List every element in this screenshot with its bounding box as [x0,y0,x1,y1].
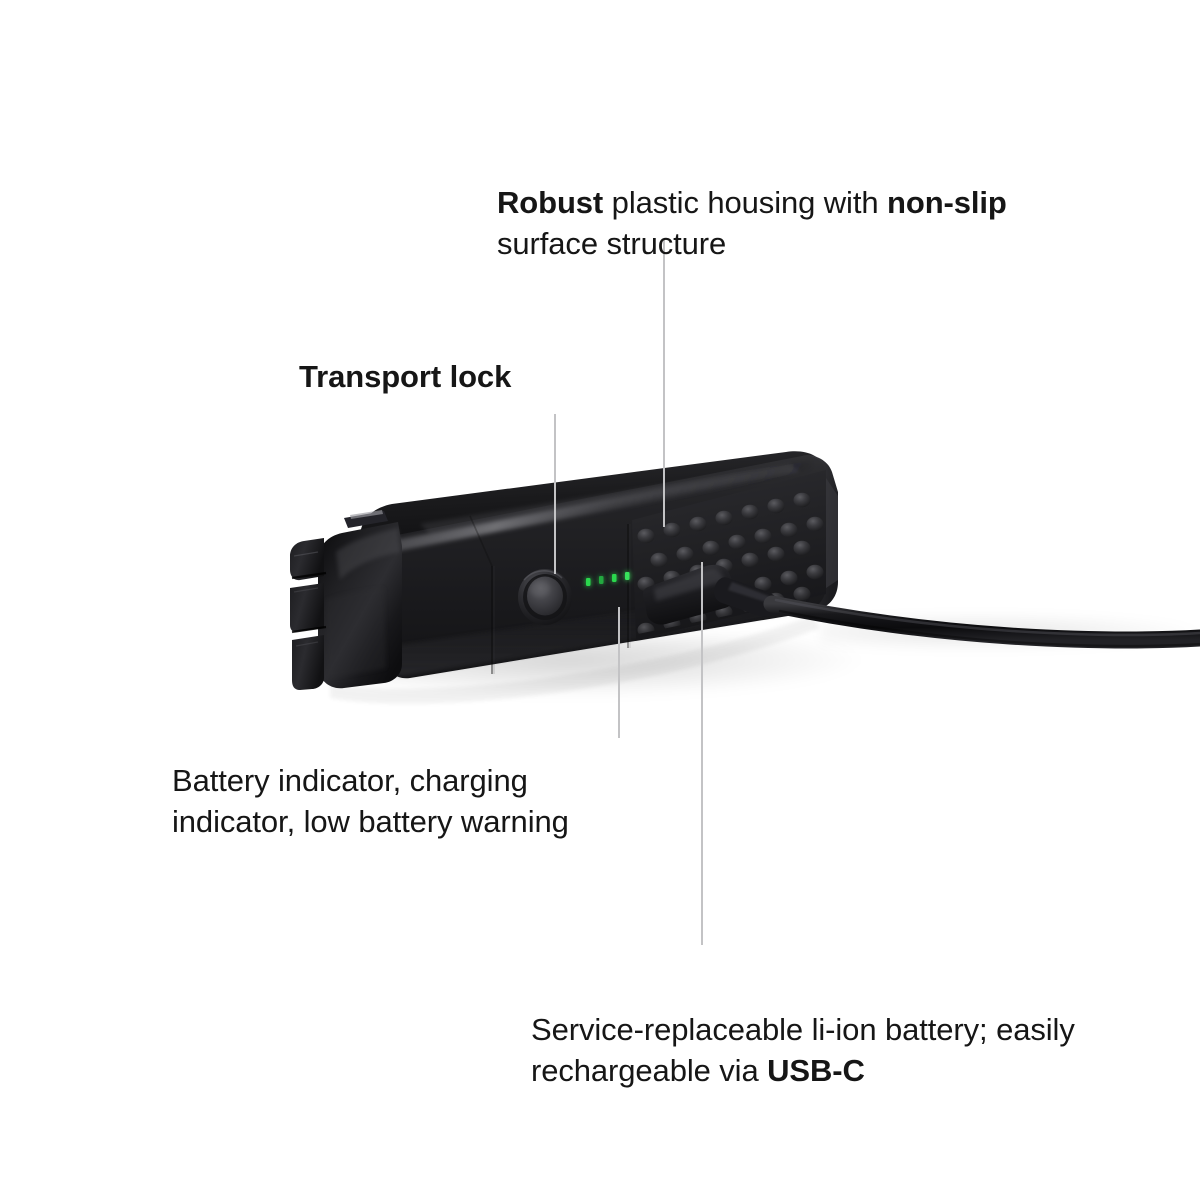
transport-lock-hinge [290,538,327,690]
non-slip-dimples [637,492,824,636]
charging-cable [763,595,1200,649]
housing-seam-lines [469,515,631,674]
cable-floor-shadow [820,612,1200,652]
annotation-robust-mid: plastic housing with [603,185,888,220]
annotation-robust-housing: Robust plastic housing with non-slip sur… [497,141,1017,264]
left-endcap-gloss [336,528,400,580]
device-top-gloss [420,464,800,534]
annotation-robust-tail: surface structure [497,226,727,261]
power-button[interactable] [518,569,572,625]
device-contact-shadow [330,616,820,704]
annotation-service-text: Service-replaceable li-ion battery; easi… [531,1012,1075,1088]
leader-line-service-battery [701,562,703,945]
device-left-endcap [318,522,402,689]
product-floor-shadow [300,636,860,696]
left-endcap-soft-light [326,588,386,678]
non-slip-panel [632,470,826,640]
device-top-face [360,451,828,546]
annotation-transport-lock: Transport lock [299,359,512,394]
device-bottom-rim-light [390,586,806,677]
usb-c-plug [643,564,780,625]
annotation-robust-bold-second: non-slip [887,185,1007,220]
annotation-service-usbc: USB-C [767,1053,865,1088]
device-right-endcap [800,455,838,613]
device-top-edge-highlight [396,460,814,551]
leader-line-robust-housing [663,240,665,527]
annotation-battery-indicator: Battery indicator, charging indicator, l… [172,763,569,839]
leader-line-battery-indicator [618,607,620,738]
transport-lock-latch-nub [344,510,388,528]
led-indicator-row [586,572,630,586]
annotation-service-battery: Service-replaceable li-ion battery; easi… [531,968,1131,1091]
annotation-robust-lead: Robust [497,185,604,220]
device-front-face [385,455,828,679]
leader-line-transport-lock [554,414,556,574]
